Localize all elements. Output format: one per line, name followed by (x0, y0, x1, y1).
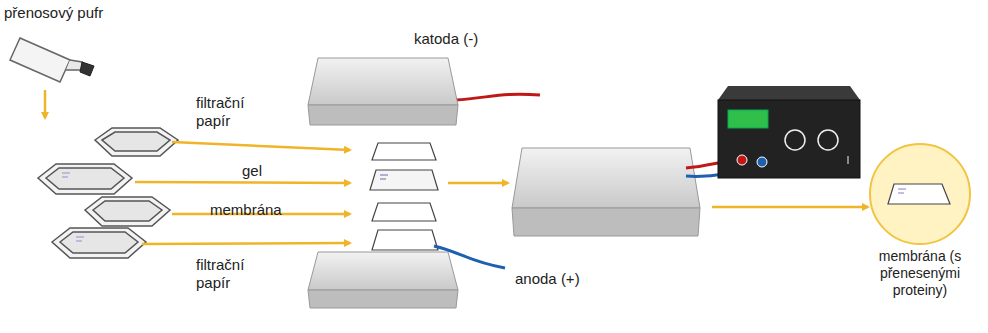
part-label: katoda (-) (414, 30, 524, 48)
anode-plate (308, 230, 505, 308)
buffer-dishes (38, 128, 178, 258)
part-label: gel (242, 162, 302, 180)
part-label: přenosový pufr (4, 4, 164, 22)
cathode-plate (308, 58, 540, 125)
part-label: membrána (210, 201, 300, 219)
membrane-circle (856, 140, 984, 248)
part-label: filtrační papír (196, 256, 266, 292)
result-label: membrána (s přenesenými proteiny) (856, 248, 984, 299)
part-label: anoda (+) (515, 270, 615, 288)
transfer-stack (370, 143, 438, 221)
power-supply (718, 86, 860, 178)
buffer-bottle (10, 38, 94, 82)
result-circle: membrána (s přenesenými proteiny) (856, 140, 984, 299)
part-label: filtrační papír (196, 94, 266, 130)
